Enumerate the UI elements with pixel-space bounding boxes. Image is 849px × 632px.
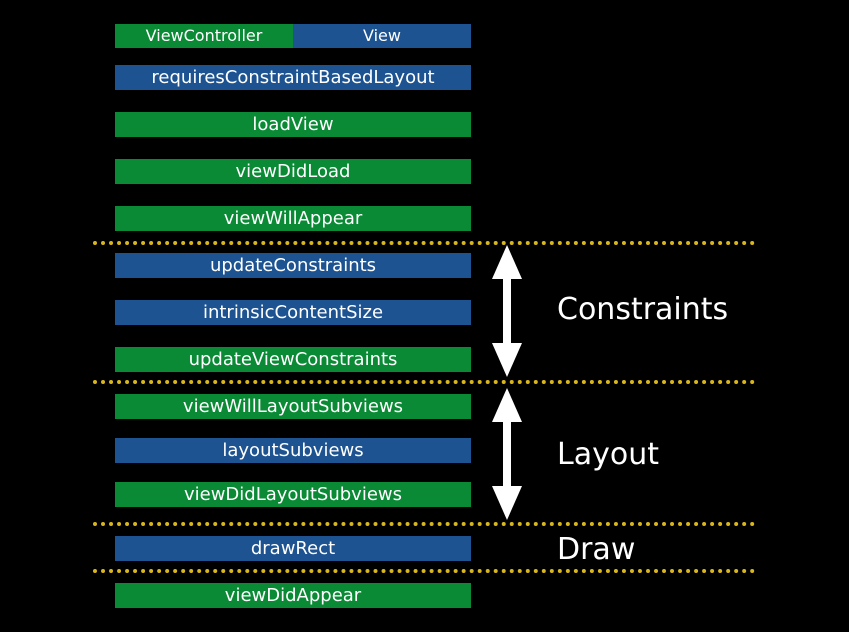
divider-draw-start xyxy=(93,522,755,526)
legend-view: View xyxy=(293,24,471,48)
method-viewwillappear: viewWillAppear xyxy=(115,206,471,231)
method-loadview: loadView xyxy=(115,112,471,137)
method-intrinsiccontentsize: intrinsicContentSize xyxy=(115,300,471,325)
phase-label-layout: Layout xyxy=(557,437,659,472)
divider-constraints-start xyxy=(93,241,755,245)
legend: ViewController View xyxy=(115,24,471,48)
method-drawrect: drawRect xyxy=(115,536,471,561)
divider-draw-end xyxy=(93,569,755,573)
method-updateconstraints: updateConstraints xyxy=(115,253,471,278)
layout-double-arrow-icon xyxy=(492,388,522,520)
phase-label-draw: Draw xyxy=(557,532,636,567)
method-viewdidlayoutsubviews: viewDidLayoutSubviews xyxy=(115,482,471,507)
method-layoutsubviews: layoutSubviews xyxy=(115,438,471,463)
legend-viewcontroller: ViewController xyxy=(115,24,293,48)
method-updateviewconstraints: updateViewConstraints xyxy=(115,347,471,372)
method-viewdidload: viewDidLoad xyxy=(115,159,471,184)
phase-label-constraints: Constraints xyxy=(557,292,729,327)
method-requiresconstraintbasedlayout: requiresConstraintBasedLayout xyxy=(115,65,471,90)
divider-layout-start xyxy=(93,380,755,384)
method-viewwilllayoutsubviews: viewWillLayoutSubviews xyxy=(115,394,471,419)
method-viewdidappear: viewDidAppear xyxy=(115,583,471,608)
constraints-double-arrow-icon xyxy=(492,245,522,377)
